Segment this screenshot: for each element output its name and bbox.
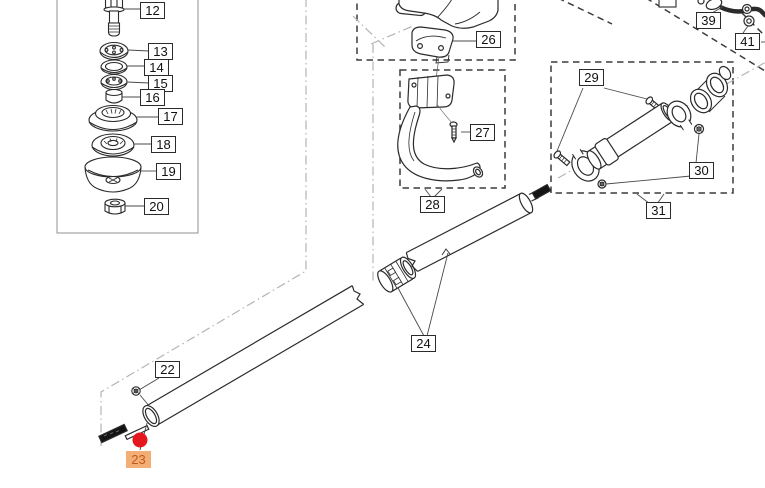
selected-part-marker <box>132 432 148 448</box>
part-bearing-13 <box>99 41 129 61</box>
part-clamp-26 <box>411 26 454 64</box>
part-bar-bracket <box>689 65 732 114</box>
partial-label-box <box>658 0 677 8</box>
group-box-26 <box>356 0 516 61</box>
part-washer-14 <box>100 59 128 75</box>
part-loop-handle-bar <box>397 105 484 182</box>
callout-26[interactable]: 26 <box>476 31 501 48</box>
callout-18[interactable]: 18 <box>151 136 176 153</box>
group-box-left <box>56 0 199 234</box>
callout-24[interactable]: 24 <box>411 335 436 352</box>
callout-31[interactable]: 31 <box>646 202 671 219</box>
part-bolt <box>103 0 125 37</box>
callout-41[interactable]: 41 <box>735 33 760 50</box>
centerlines <box>100 0 765 446</box>
part-support-cup-19 <box>84 156 142 193</box>
part-nut-30a <box>693 123 705 135</box>
part-dust-cup-17 <box>88 104 138 132</box>
part-nut-30b <box>597 179 607 189</box>
part-ring-41 <box>743 15 755 27</box>
callout-29[interactable]: 29 <box>579 69 604 86</box>
handlebar-clamp-group <box>553 65 732 189</box>
part-screw-27 <box>449 121 458 144</box>
part-bushing-16 <box>105 88 123 104</box>
part-clamp-half-right <box>666 100 693 131</box>
part-throttle-lever-39 <box>697 0 765 18</box>
part-bearing-15 <box>100 73 128 91</box>
callout-22[interactable]: 22 <box>155 361 180 378</box>
left-column-parts <box>84 0 142 215</box>
part-screw-29b <box>553 150 571 167</box>
part-cup-washer-18 <box>91 133 135 157</box>
part-handle-bracket <box>407 74 455 109</box>
loop-handle-group <box>397 74 484 182</box>
drive-shaft-group <box>98 183 552 444</box>
callout-39[interactable]: 39 <box>696 12 721 29</box>
callout-19[interactable]: 19 <box>156 163 181 180</box>
part-screw-22 <box>131 386 141 396</box>
group-box-31 <box>550 61 734 194</box>
callout-30[interactable]: 30 <box>689 162 714 179</box>
callout-12[interactable]: 12 <box>140 2 165 19</box>
top-right-parts <box>697 0 765 27</box>
throttle-handle-group <box>395 0 499 80</box>
part-shaft-tube-upper <box>405 183 552 272</box>
group-boxes <box>56 0 765 234</box>
part-nut-20 <box>104 198 126 215</box>
callout-17[interactable]: 17 <box>158 108 183 125</box>
leader-lines <box>122 5 765 451</box>
callout-23[interactable]: 23 <box>126 451 151 468</box>
callout-16[interactable]: 16 <box>140 89 165 106</box>
handle-grip <box>398 0 499 29</box>
callout-27[interactable]: 27 <box>470 124 495 141</box>
part-shaft-tube-lower <box>142 285 365 428</box>
callout-28[interactable]: 28 <box>420 196 445 213</box>
callout-14[interactable]: 14 <box>144 59 169 76</box>
part-inner-shaft-tip <box>98 423 150 444</box>
part-coupler-24 <box>377 256 417 293</box>
part-sleeve <box>586 102 676 170</box>
callout-13[interactable]: 13 <box>148 43 173 60</box>
callout-20[interactable]: 20 <box>144 198 169 215</box>
